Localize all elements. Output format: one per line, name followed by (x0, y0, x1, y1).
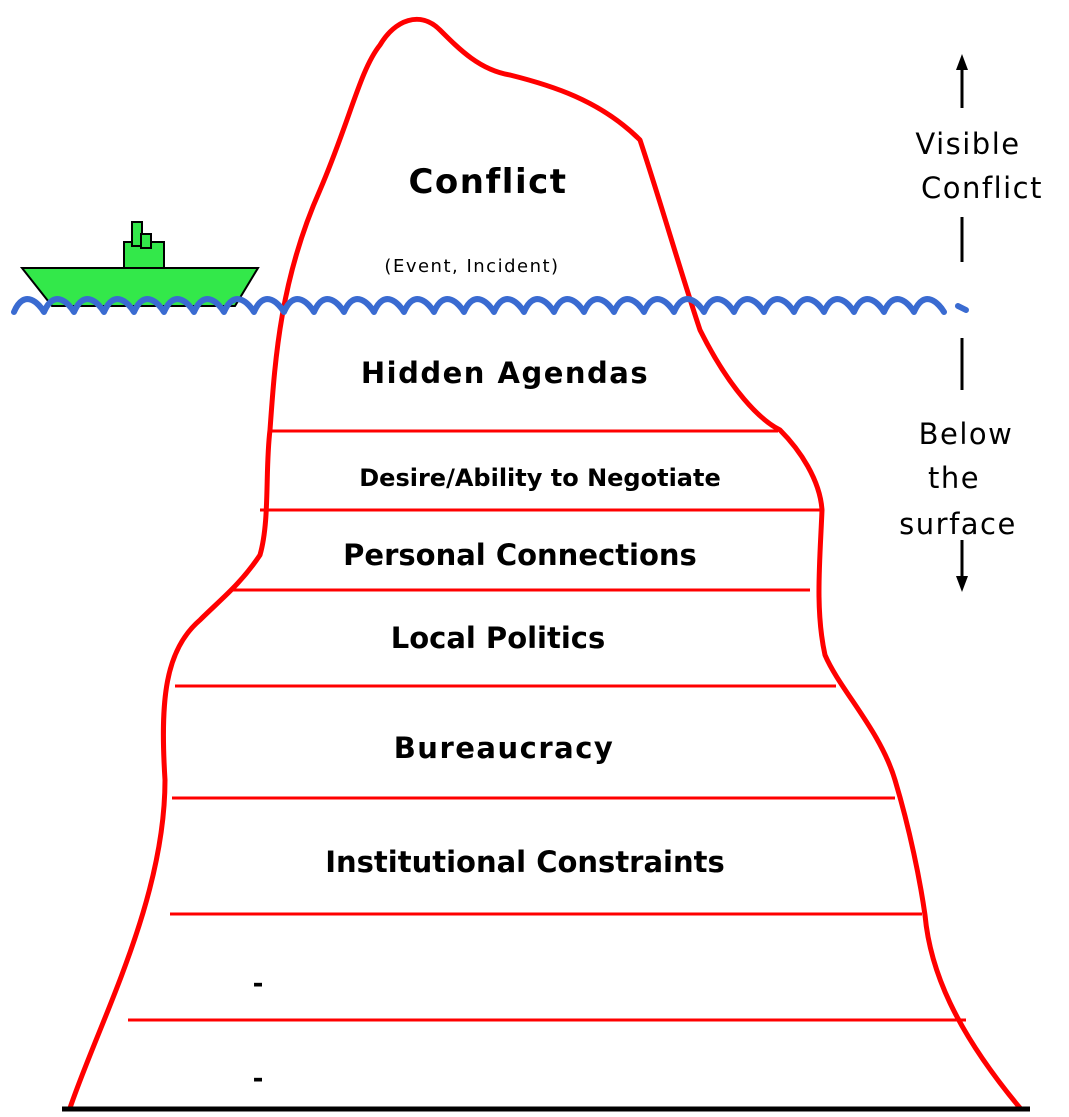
layer-label: Desire/Ability to Negotiate (359, 464, 721, 492)
side-label-visible: Visible (915, 127, 1020, 161)
side-label-below: the (928, 461, 980, 495)
water-waves (11, 296, 947, 315)
layer-label: - (253, 1064, 264, 1094)
up-arrow-icon (956, 54, 968, 108)
conflict-title: Conflict (408, 162, 567, 202)
side-label-below: surface (899, 507, 1017, 541)
layer-label: - (253, 969, 264, 999)
layer-label: Local Politics (391, 621, 606, 655)
side-label-below: Below (919, 417, 1014, 451)
layer-label: Institutional Constraints (325, 845, 725, 879)
layer-label: Hidden Agendas (361, 356, 649, 390)
ship-icon (19, 221, 260, 307)
iceberg-outline (67, 16, 1023, 1111)
conflict-subtitle: (Event, Incident) (384, 256, 559, 277)
side-label-visible: Conflict (921, 171, 1043, 205)
layer-label: Personal Connections (343, 538, 697, 572)
layer-label: Bureaucracy (394, 731, 615, 765)
water-dash (955, 303, 969, 313)
down-arrow-icon (956, 540, 968, 592)
